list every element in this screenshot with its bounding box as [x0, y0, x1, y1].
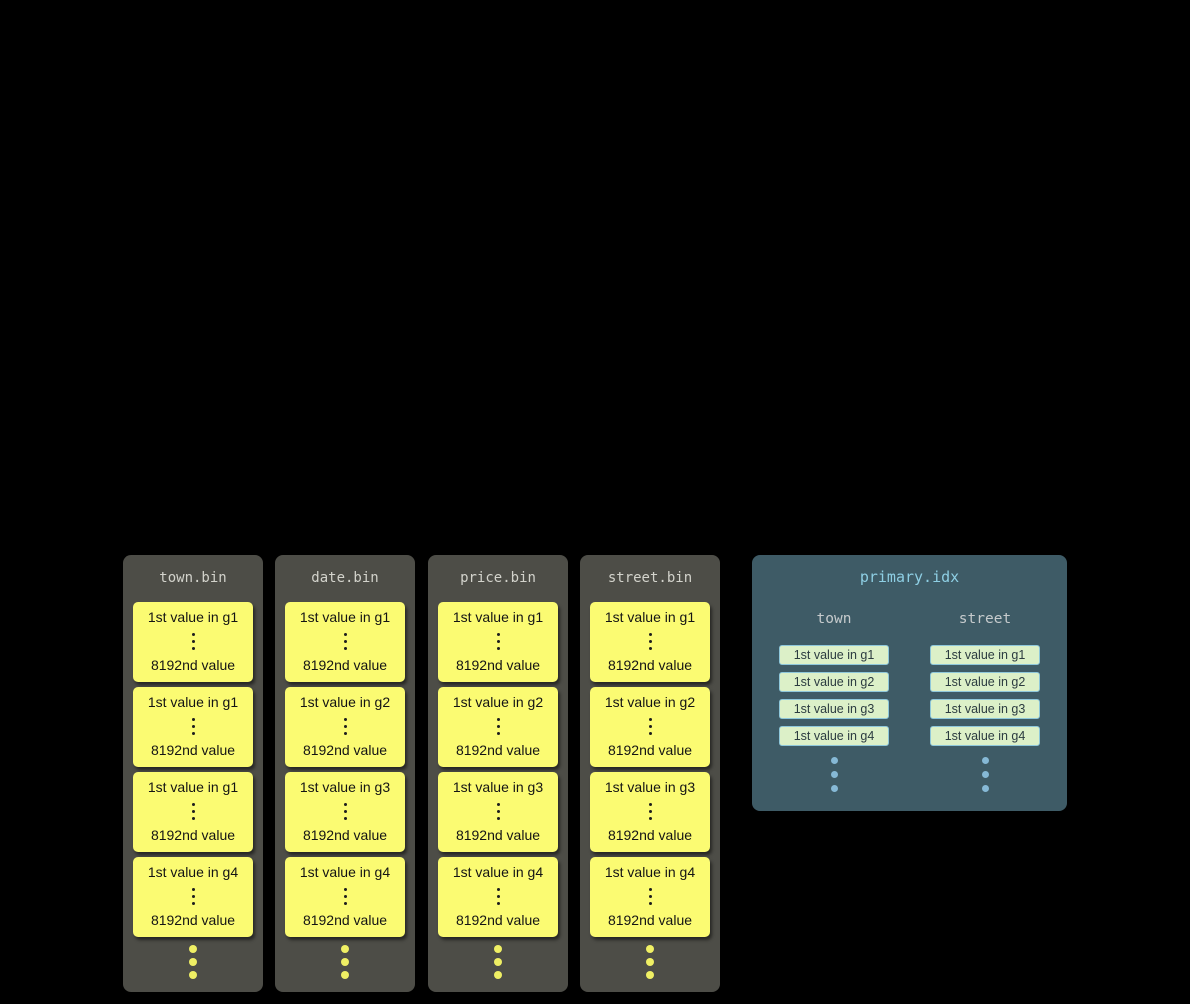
granule-ellipsis-icon: [496, 632, 500, 650]
granule-ellipsis-icon: [191, 632, 195, 650]
index-entry-list: 1st value in g1 1st value in g2 1st valu…: [930, 645, 1040, 746]
granule-first-value: 1st value in g1: [604, 609, 696, 625]
granule-block: 1st value in g2 8192nd value: [438, 687, 558, 767]
granule-block: 1st value in g1 8192nd value: [133, 602, 253, 682]
granule-last-value: 8192nd value: [150, 912, 236, 928]
primary-index-title: primary.idx: [859, 568, 960, 586]
granule-last-value: 8192nd value: [455, 912, 541, 928]
bin-file-date: date.bin 1st value in g1 8192nd value 1s…: [275, 555, 415, 992]
granule-list: 1st value in g1 8192nd value 1st value i…: [590, 602, 710, 937]
index-entry: 1st value in g3: [779, 699, 889, 719]
index-entry: 1st value in g1: [779, 645, 889, 665]
granule-first-value: 1st value in g2: [452, 694, 544, 710]
granule-ellipsis-icon: [496, 887, 500, 905]
granule-ellipsis-icon: [648, 632, 652, 650]
granule-block: 1st value in g3 8192nd value: [285, 772, 405, 852]
granule-block: 1st value in g1 8192nd value: [438, 602, 558, 682]
granule-ellipsis-icon: [496, 802, 500, 820]
granule-first-value: 1st value in g2: [299, 694, 391, 710]
granule-first-value: 1st value in g1: [147, 694, 239, 710]
bin-file-title: street.bin: [607, 570, 693, 586]
granule-ellipsis-icon: [191, 802, 195, 820]
granule-last-value: 8192nd value: [302, 912, 388, 928]
more-granules-ellipsis-icon: [494, 945, 502, 979]
granule-first-value: 1st value in g3: [604, 779, 696, 795]
index-entry: 1st value in g2: [779, 672, 889, 692]
bin-file-title: town.bin: [159, 570, 227, 586]
granule-block: 1st value in g4 8192nd value: [285, 857, 405, 937]
granule-last-value: 8192nd value: [455, 657, 541, 673]
granule-last-value: 8192nd value: [150, 742, 236, 758]
more-entries-ellipsis-icon: [830, 757, 838, 792]
granule-list: 1st value in g1 8192nd value 1st value i…: [438, 602, 558, 937]
bin-file-title: date.bin: [311, 570, 379, 586]
bin-file-town: town.bin 1st value in g1 8192nd value 1s…: [123, 555, 263, 992]
granule-last-value: 8192nd value: [302, 657, 388, 673]
index-entry-list: 1st value in g1 1st value in g2 1st valu…: [779, 645, 889, 746]
granule-block: 1st value in g3 8192nd value: [590, 772, 710, 852]
granule-last-value: 8192nd value: [150, 657, 236, 673]
granule-ellipsis-icon: [648, 717, 652, 735]
index-column-town: town 1st value in g1 1st value in g2 1st…: [779, 611, 889, 792]
more-granules-ellipsis-icon: [189, 945, 197, 979]
granule-last-value: 8192nd value: [150, 827, 236, 843]
index-column-header: street: [958, 611, 1012, 627]
granule-first-value: 1st value in g4: [604, 864, 696, 880]
index-entry: 1st value in g4: [930, 726, 1040, 746]
granule-last-value: 8192nd value: [607, 827, 693, 843]
bin-file-title: price.bin: [460, 570, 536, 586]
index-entry: 1st value in g4: [779, 726, 889, 746]
index-entry: 1st value in g1: [930, 645, 1040, 665]
granule-last-value: 8192nd value: [607, 742, 693, 758]
granule-first-value: 1st value in g1: [452, 609, 544, 625]
more-granules-ellipsis-icon: [341, 945, 349, 979]
granule-ellipsis-icon: [343, 887, 347, 905]
granule-ellipsis-icon: [648, 802, 652, 820]
granule-first-value: 1st value in g4: [147, 864, 239, 880]
granule-block: 1st value in g1 8192nd value: [590, 602, 710, 682]
granule-first-value: 1st value in g3: [299, 779, 391, 795]
granule-list: 1st value in g1 8192nd value 1st value i…: [133, 602, 253, 937]
granule-block: 1st value in g1 8192nd value: [133, 687, 253, 767]
granule-first-value: 1st value in g4: [299, 864, 391, 880]
granule-block: 1st value in g4 8192nd value: [133, 857, 253, 937]
granule-list: 1st value in g1 8192nd value 1st value i…: [285, 602, 405, 937]
granule-ellipsis-icon: [648, 887, 652, 905]
granule-block: 1st value in g2 8192nd value: [285, 687, 405, 767]
granule-last-value: 8192nd value: [455, 742, 541, 758]
granule-ellipsis-icon: [191, 887, 195, 905]
granule-last-value: 8192nd value: [607, 912, 693, 928]
granule-block: 1st value in g4 8192nd value: [438, 857, 558, 937]
granule-ellipsis-icon: [343, 717, 347, 735]
granule-block: 1st value in g1 8192nd value: [285, 602, 405, 682]
granule-last-value: 8192nd value: [455, 827, 541, 843]
index-column-street: street 1st value in g1 1st value in g2 1…: [930, 611, 1040, 792]
more-entries-ellipsis-icon: [981, 757, 989, 792]
granule-first-value: 1st value in g1: [147, 779, 239, 795]
more-granules-ellipsis-icon: [646, 945, 654, 979]
granule-first-value: 1st value in g1: [147, 609, 239, 625]
index-entry: 1st value in g3: [930, 699, 1040, 719]
granule-first-value: 1st value in g4: [452, 864, 544, 880]
granule-first-value: 1st value in g2: [604, 694, 696, 710]
granule-block: 1st value in g4 8192nd value: [590, 857, 710, 937]
granule-last-value: 8192nd value: [302, 827, 388, 843]
granule-ellipsis-icon: [343, 632, 347, 650]
granule-first-value: 1st value in g1: [299, 609, 391, 625]
bin-file-street: street.bin 1st value in g1 8192nd value …: [580, 555, 720, 992]
bin-file-price: price.bin 1st value in g1 8192nd value 1…: [428, 555, 568, 992]
index-column-header: town: [816, 611, 852, 627]
granule-ellipsis-icon: [496, 717, 500, 735]
granule-last-value: 8192nd value: [607, 657, 693, 673]
granule-ellipsis-icon: [343, 802, 347, 820]
granule-ellipsis-icon: [191, 717, 195, 735]
granule-block: 1st value in g3 8192nd value: [438, 772, 558, 852]
granule-block: 1st value in g2 8192nd value: [590, 687, 710, 767]
primary-index-file: primary.idx town 1st value in g1 1st val…: [752, 555, 1067, 811]
granule-block: 1st value in g1 8192nd value: [133, 772, 253, 852]
index-entry: 1st value in g2: [930, 672, 1040, 692]
granule-last-value: 8192nd value: [302, 742, 388, 758]
granule-first-value: 1st value in g3: [452, 779, 544, 795]
